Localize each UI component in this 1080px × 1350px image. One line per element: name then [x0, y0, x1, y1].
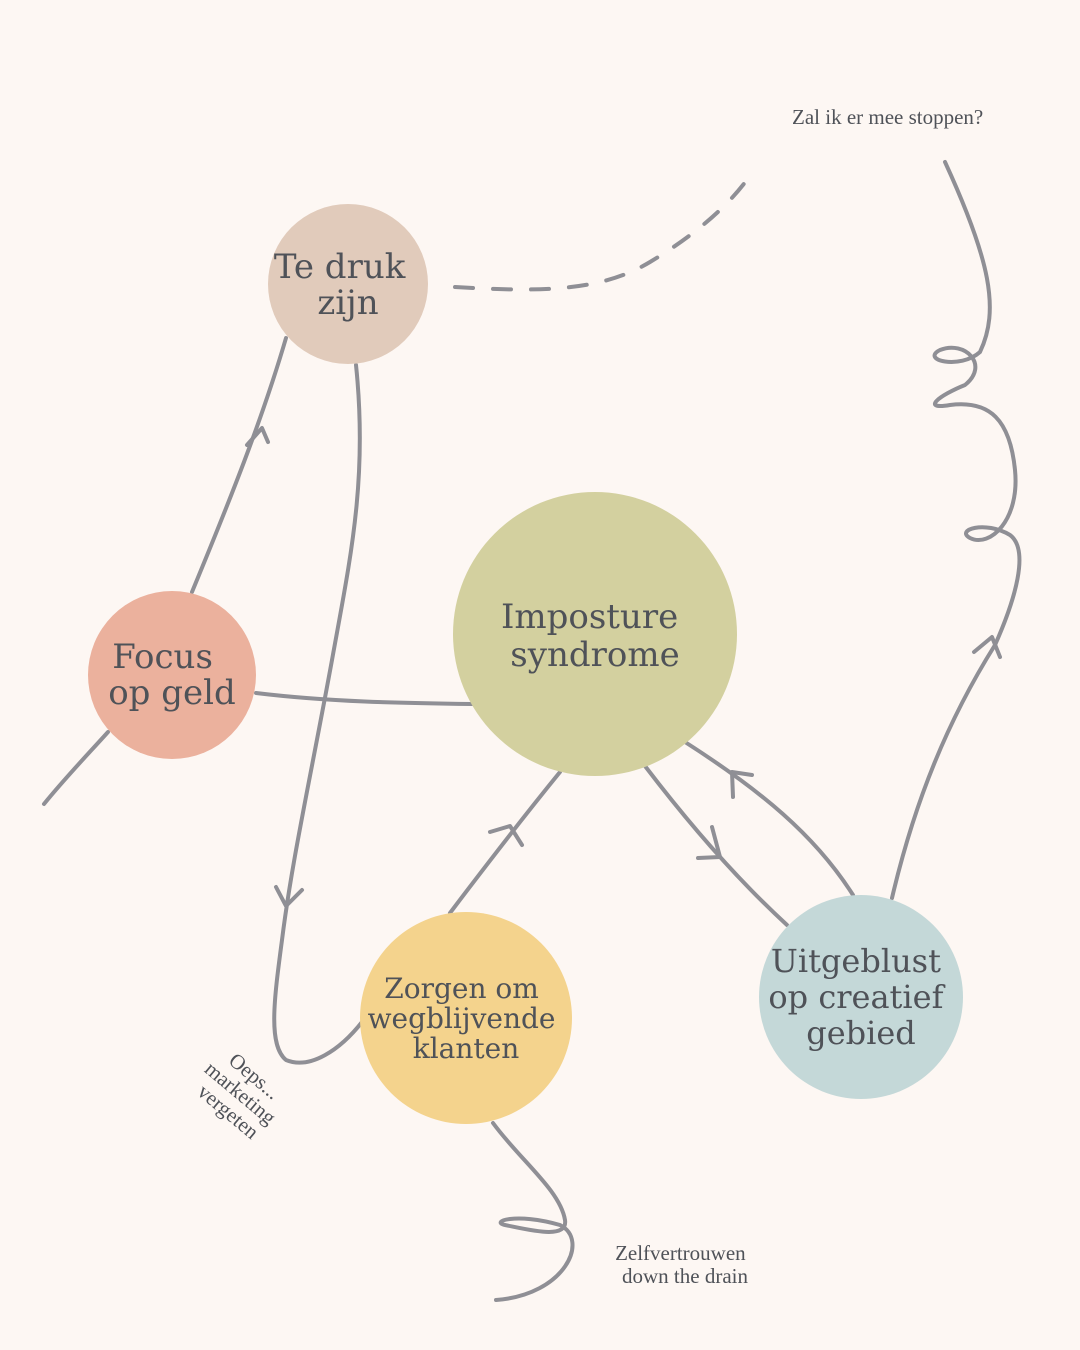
- node-zorgen-label: Zorgen om wegblijvende klanten: [368, 972, 565, 1065]
- connector-focus-imposture: [254, 691, 474, 706]
- annotation-zelfvertrouwen-line2: down the drain: [622, 1264, 748, 1288]
- node-focus-label: Focus op geld: [108, 637, 236, 713]
- connectors: [42, 160, 1022, 1302]
- connector-uitgeblust-squiggle: [890, 643, 997, 900]
- annotation-zelfvertrouwen: Zelfvertrouwen down the drain: [615, 1241, 751, 1288]
- connector-zorgen-imposture: [448, 770, 562, 915]
- connector-uitgeblust-imposture: [683, 740, 855, 897]
- node-imposture-circle: [453, 492, 737, 776]
- squiggle-drain: [491, 1121, 575, 1302]
- node-zorgen-line1: Zorgen om: [384, 972, 539, 1005]
- node-zorgen: Zorgen om wegblijvende klanten: [360, 912, 572, 1124]
- node-focus: Focus op geld: [88, 591, 256, 759]
- node-zorgen-line3: klanten: [413, 1032, 520, 1065]
- annotation-stoppen: Zal ik er mee stoppen?: [792, 105, 983, 129]
- node-zorgen-line2: wegblijvende: [368, 1002, 556, 1035]
- arrow-head-focus-te-druk: [245, 426, 270, 447]
- node-zorgen-circle: [360, 912, 572, 1124]
- connector-focus-tail: [42, 730, 110, 806]
- connector-imposture-uitgeblust: [643, 764, 789, 927]
- arrow-head-te-druk-zorgen: [274, 885, 304, 908]
- connector-te-druk-dashed: [453, 166, 757, 292]
- node-uitgeblust-line3: gebied: [806, 1014, 916, 1052]
- node-focus-line1: Focus: [112, 637, 213, 677]
- node-imposture-line1: Imposture: [501, 597, 678, 637]
- node-imposture: Imposture syndrome: [453, 492, 737, 776]
- node-focus-line2: op geld: [108, 673, 236, 713]
- connector-focus-te-druk: [190, 336, 288, 594]
- arrow-head-uitgeblust-squiggle: [972, 635, 1002, 659]
- node-te-druk-circle: [268, 204, 428, 364]
- node-uitgeblust: Uitgeblust op creatief gebied: [759, 895, 963, 1099]
- node-te-druk: Te druk zijn: [268, 204, 428, 364]
- node-te-druk-line1: Te druk: [274, 247, 406, 287]
- node-te-druk-line2: zijn: [317, 283, 378, 323]
- node-uitgeblust-line2: op creatief: [768, 978, 945, 1016]
- node-uitgeblust-line1: Uitgeblust: [771, 942, 941, 980]
- node-focus-circle: [88, 591, 256, 759]
- annotation-zelfvertrouwen-line1: Zelfvertrouwen: [615, 1241, 746, 1265]
- arrow-head-uitgeblust-imposture: [730, 770, 754, 799]
- node-te-druk-label: Te druk zijn: [274, 247, 416, 323]
- node-uitgeblust-label: Uitgeblust op creatief gebied: [768, 942, 953, 1052]
- node-imposture-line2: syndrome: [510, 635, 679, 675]
- squiggle-right: [932, 160, 1022, 647]
- connector-te-druk-zorgen: [272, 363, 364, 1065]
- node-uitgeblust-circle: [759, 895, 963, 1099]
- arrow-head-zorgen-imposture: [488, 824, 524, 847]
- node-imposture-label: Imposture syndrome: [501, 597, 689, 675]
- arrow-head-imposture-uitgeblust: [696, 825, 722, 860]
